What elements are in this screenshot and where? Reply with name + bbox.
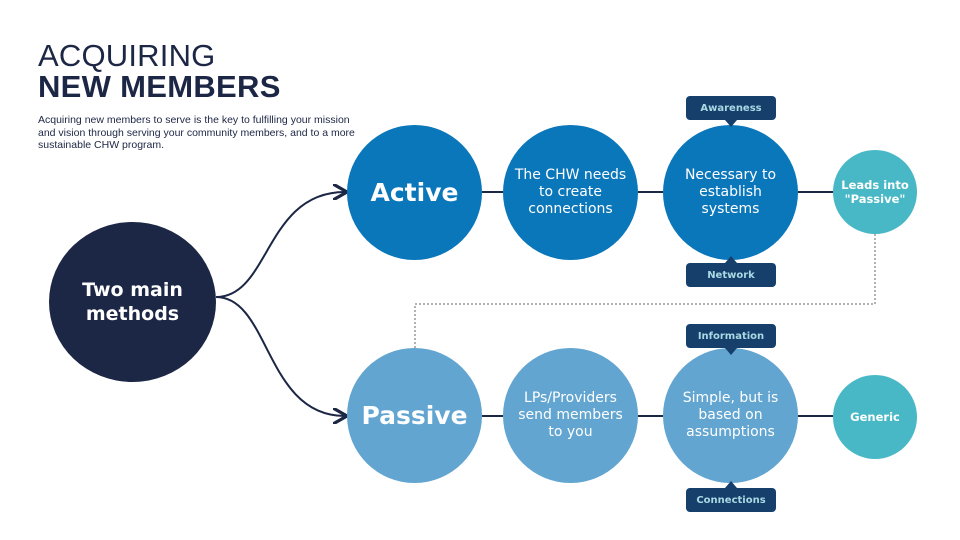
passive-step-1: LPs/Providers send members to you — [503, 348, 638, 483]
active-step-1-label: The CHW needs to create connections — [514, 167, 627, 217]
title-line-1: ACQUIRING — [38, 38, 216, 73]
tag-awareness: Awareness — [686, 96, 776, 127]
tag-connections: Connections — [686, 481, 776, 512]
passive-outcome: Generic — [833, 375, 917, 459]
title-line-2: NEW MEMBERS — [38, 69, 281, 104]
description: Acquiring new members to serve is the ke… — [38, 114, 355, 151]
connector-root-to-active — [215, 192, 345, 298]
tag-connections-label: Connections — [696, 494, 766, 506]
passive-step-2-label: Simple, but is based on assumptions — [682, 390, 779, 440]
active-outcome: Leads into "Passive" — [833, 150, 917, 234]
root-label: Two main methods — [82, 279, 183, 325]
passive-step-2: Simple, but is based on assumptions — [663, 348, 798, 483]
passive-label: Passive — [361, 401, 468, 430]
tag-network-label: Network — [707, 269, 755, 281]
connector-root-to-passive — [215, 296, 345, 416]
active-step-2-label: Necessary to establish systems — [684, 167, 777, 217]
tag-awareness-label: Awareness — [700, 102, 762, 114]
passive-step-1-label: LPs/Providers send members to you — [518, 390, 623, 440]
active-step-1: The CHW needs to create connections — [503, 125, 638, 260]
passive-node: Passive — [347, 348, 482, 483]
tag-information-label: Information — [697, 330, 765, 342]
dotted-feedback-connector — [414, 234, 876, 348]
tag-information: Information — [686, 324, 776, 355]
passive-outcome-label: Generic — [850, 410, 900, 424]
active-node: Active — [347, 125, 482, 260]
active-label: Active — [370, 178, 459, 207]
active-step-2: Necessary to establish systems — [663, 125, 798, 260]
tag-network: Network — [686, 256, 776, 287]
active-outcome-label: Leads into "Passive" — [841, 178, 909, 206]
root-node: Two main methods — [49, 222, 216, 382]
